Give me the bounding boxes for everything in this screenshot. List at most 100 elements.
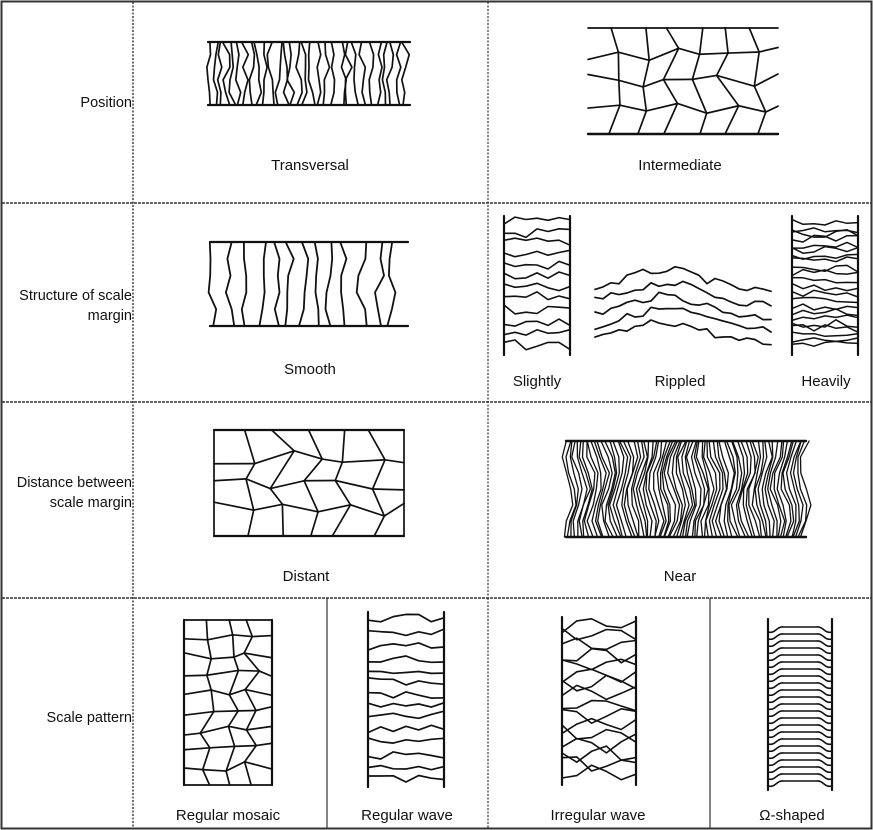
cell-edge: [619, 80, 643, 87]
cell-edge: [270, 451, 294, 489]
cell-edge: [210, 746, 235, 747]
scale-line: [562, 746, 636, 762]
cell-edge: [233, 635, 234, 657]
scale-line: [562, 638, 636, 649]
cell-edge: [203, 770, 210, 785]
drawing-regular-wave: [368, 612, 444, 787]
row-label-position: Position: [4, 93, 132, 113]
cell-edge: [229, 670, 238, 694]
scale-line: [359, 42, 365, 105]
scale-line: [207, 42, 211, 105]
omega-line: [768, 774, 832, 779]
scale-line: [218, 42, 222, 105]
cell-edge: [332, 505, 350, 536]
omega-line: [768, 767, 832, 772]
scale-line: [504, 261, 570, 269]
cell-edge: [717, 53, 728, 75]
scale-line: [368, 703, 444, 707]
cell-edge: [184, 768, 203, 770]
scale-line: [562, 734, 636, 753]
cell-edge: [350, 505, 384, 516]
scale-line: [223, 42, 230, 105]
cell-edge: [643, 87, 646, 111]
cell-edge: [759, 47, 778, 51]
scale-line: [368, 656, 444, 662]
caption-regular-wave: Regular wave: [361, 806, 453, 826]
scale-line: [584, 441, 595, 537]
caption-smooth: Smooth: [284, 360, 336, 380]
scale-line: [368, 776, 444, 783]
scale-line: [259, 242, 266, 326]
omega-line: [768, 648, 832, 653]
cell-edge: [318, 505, 350, 512]
cell-edge: [638, 111, 646, 134]
cell-edge: [728, 52, 759, 53]
cell-edge: [700, 113, 707, 134]
omega-line: [768, 655, 832, 660]
scale-line: [263, 42, 268, 105]
cell-edge: [207, 659, 211, 675]
drawing-heavily: [792, 216, 858, 355]
caption-heavily: Heavily: [801, 372, 850, 392]
cell-edge: [609, 105, 620, 134]
cell-edge: [206, 620, 207, 640]
scale-line: [275, 42, 282, 105]
drawing-omega-shaped: [768, 619, 832, 790]
drawing-near: [562, 441, 811, 537]
scale-line: [562, 619, 636, 633]
cell-edge: [244, 637, 252, 654]
scale-line: [382, 42, 387, 105]
caption-intermediate: Intermediate: [638, 156, 721, 176]
cell-edge: [692, 54, 699, 79]
omega-line: [768, 760, 832, 765]
scale-line: [562, 765, 636, 780]
omega-line: [768, 634, 832, 639]
scale-line: [504, 292, 570, 300]
omega-line: [768, 690, 832, 695]
cell-edge: [254, 504, 283, 510]
scale-line: [792, 298, 858, 303]
cell-edge: [203, 770, 226, 771]
cell-edge: [646, 28, 649, 60]
scale-line: [378, 42, 382, 105]
cell-edge: [643, 60, 649, 87]
caption-near: Near: [664, 567, 697, 587]
scale-line: [792, 278, 858, 283]
caption-distant: Distant: [283, 567, 330, 587]
cell-edge: [245, 746, 257, 762]
cell-edge: [373, 489, 404, 490]
scale-line: [387, 42, 394, 105]
scale-line: [792, 284, 858, 291]
cell-edge: [234, 657, 238, 670]
cell-edge: [200, 733, 210, 748]
caption-omega-shaped: Ω-shaped: [759, 806, 824, 826]
cell-edge: [646, 103, 677, 110]
scale-line: [254, 42, 261, 105]
scale-line: [504, 229, 570, 238]
cell-edge: [184, 712, 214, 716]
cell-edge: [385, 460, 404, 463]
scale-line: [729, 441, 738, 537]
scale-line: [315, 242, 319, 326]
scale-line: [504, 217, 570, 224]
cell-edge: [335, 481, 372, 490]
scale-line: [792, 220, 858, 225]
cell-edge: [588, 74, 619, 80]
scale-line: [296, 42, 302, 105]
scale-line: [267, 42, 274, 105]
scale-line: [397, 42, 401, 105]
cell-edge: [234, 653, 244, 657]
scale-line: [209, 242, 217, 326]
drawing-transversal: [207, 42, 410, 105]
omega-line: [768, 732, 832, 737]
caption-slightly: Slightly: [513, 372, 561, 392]
scale-line: [309, 42, 316, 105]
scale-line: [299, 242, 308, 326]
cell-edge: [245, 671, 259, 689]
scale-line: [226, 242, 234, 326]
scale-line: [375, 242, 384, 326]
omega-line: [768, 704, 832, 709]
scale-line: [387, 242, 395, 326]
caption-regular-mosaic: Regular mosaic: [176, 806, 280, 826]
cell-edge: [700, 28, 703, 54]
